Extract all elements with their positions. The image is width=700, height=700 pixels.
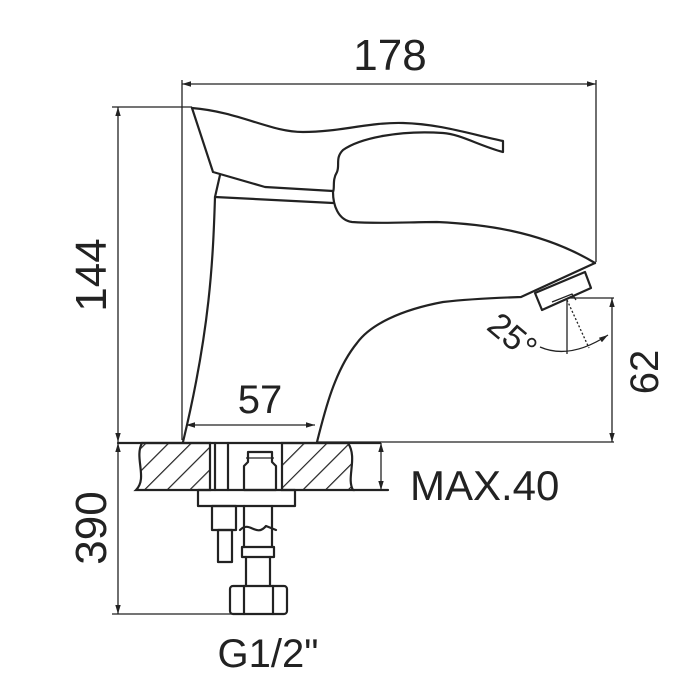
mounting-hardware [196,488,297,616]
dimension-lines [112,80,615,615]
connection-thread-label: G1/2" [218,632,319,676]
dim-spout-angle: 25° [480,305,544,367]
dim-hose-length: 390 [67,491,116,564]
dim-max-counter-thickness: MAX.40 [410,462,559,509]
dim-height: 144 [67,238,116,311]
countertop-section [116,441,390,492]
dim-base-width: 57 [238,378,283,422]
dim-spout-height: 62 [623,350,667,395]
faucet-body [181,106,597,444]
aerator [533,270,593,312]
dim-overall-length: 178 [353,31,426,80]
